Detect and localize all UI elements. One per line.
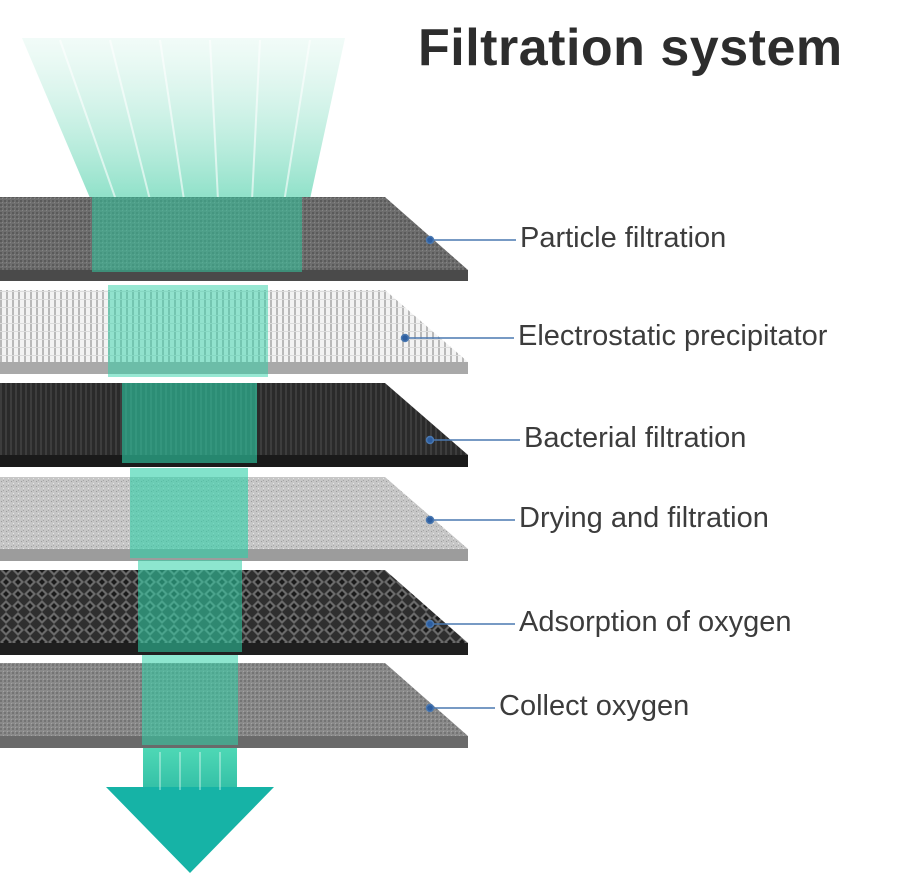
connector-dot-adsorption — [425, 619, 435, 629]
label-adsorption-oxygen: Adsorption of oxygen — [519, 606, 792, 638]
airflow-beam-5 — [138, 560, 242, 652]
airflow-beam-3 — [122, 383, 257, 463]
airflow-beam-out — [143, 748, 237, 790]
connector-dot-drying — [425, 515, 435, 525]
airflow-beam-2 — [108, 285, 268, 377]
label-drying-filtration: Drying and filtration — [519, 502, 769, 534]
down-arrow-icon — [106, 787, 274, 873]
label-collect-oxygen: Collect oxygen — [499, 690, 690, 722]
airflow-beam-1 — [92, 197, 302, 272]
connector-dot-bacterial — [425, 435, 435, 445]
airflow-beam-4 — [130, 468, 248, 558]
airflow-beam-6 — [142, 655, 238, 745]
label-particle-filtration: Particle filtration — [520, 222, 727, 254]
connector-dot-collect — [425, 703, 435, 713]
connector-dot-electrostatic — [400, 333, 410, 343]
airflow-beam-top — [22, 38, 345, 245]
label-bacterial-filtration: Bacterial filtration — [524, 422, 747, 454]
label-electrostatic-precipitator: Electrostatic precipitator — [518, 320, 828, 352]
page-title: Filtration system — [418, 19, 843, 77]
connector-dot-particle — [425, 235, 435, 245]
